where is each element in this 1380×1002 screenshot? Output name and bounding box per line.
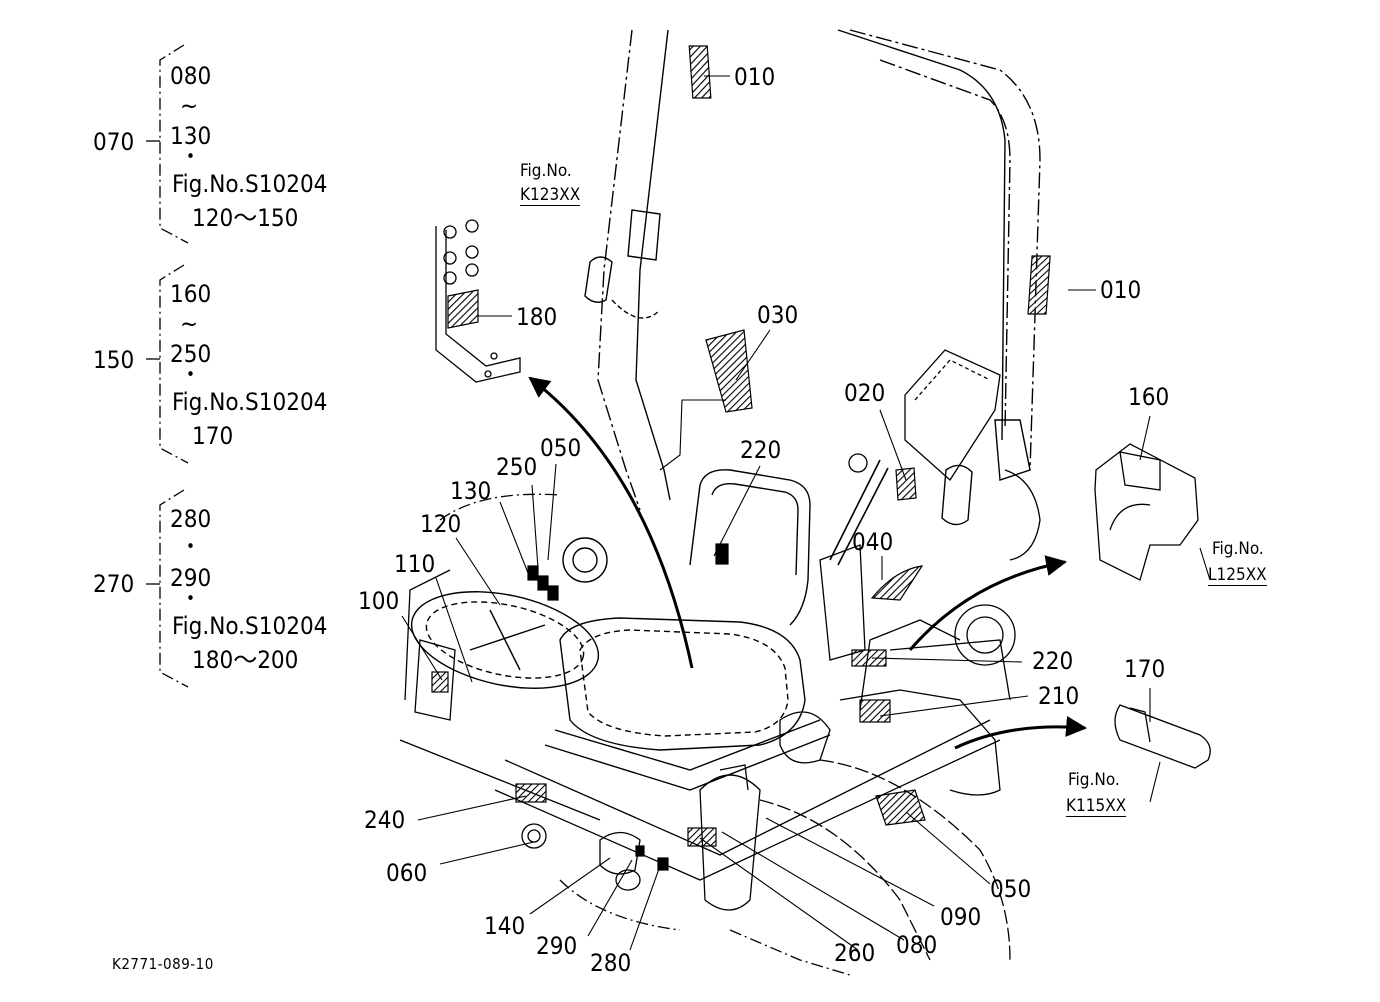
callout-050-lower: 050: [990, 875, 1032, 903]
group-2-ref: 150: [93, 346, 135, 374]
callout-050-upper: 050: [540, 434, 582, 462]
leader-lines: [401, 75, 1211, 951]
callout-030: 030: [757, 301, 799, 329]
group-3-sep: •: [186, 589, 196, 609]
callout-120: 120: [420, 510, 462, 538]
callout-160: 160: [1128, 383, 1170, 411]
transfer-arrows: [528, 376, 1088, 750]
callout-280: 280: [590, 949, 632, 977]
callout-260: 260: [834, 939, 876, 967]
callout-020: 020: [844, 379, 886, 407]
figref-l125-code: L125XX: [1208, 565, 1267, 586]
callout-130: 130: [450, 477, 492, 505]
group-2-fig-range: 170: [192, 422, 234, 450]
group-3-fig-range: 180～200: [192, 646, 299, 674]
figref-l125-label: Fig.No.: [1212, 539, 1264, 559]
callout-010-right: 010: [1100, 276, 1142, 304]
figref-k115-label: Fig.No.: [1068, 770, 1120, 790]
group-2-range-mark: ~: [180, 310, 199, 338]
detail-parts: [1094, 443, 1211, 769]
group-3-item-end: 290: [170, 564, 212, 592]
callout-250: 250: [496, 453, 538, 481]
callout-170: 170: [1124, 655, 1166, 683]
callout-220-lower: 220: [1032, 647, 1074, 675]
group-1-sep: •: [186, 147, 196, 167]
callout-100: 100: [358, 587, 400, 615]
figref-k123-label: Fig.No.: [520, 161, 572, 181]
group-brackets: [146, 44, 189, 688]
group-1-ref: 070: [93, 128, 135, 156]
group-1-item-start: 080: [170, 62, 212, 90]
group-3-ref: 270: [93, 570, 135, 598]
group-1-item-end: 130: [170, 122, 212, 150]
callout-060: 060: [386, 859, 428, 887]
callout-140: 140: [484, 912, 526, 940]
callout-220-upper: 220: [740, 436, 782, 464]
callout-290: 290: [536, 932, 578, 960]
seat: [544, 469, 831, 791]
figref-k123-code: K123XX: [520, 185, 581, 206]
callout-110: 110: [394, 550, 436, 578]
drawing-code: K2771-089-10: [112, 955, 214, 973]
callout-180: 180: [516, 303, 558, 331]
steering-wheel: [410, 537, 608, 689]
group-2-item-end: 250: [170, 340, 212, 368]
group-3-item-start: 280: [170, 505, 212, 533]
rops-frame: [584, 29, 1041, 526]
callout-090: 090: [940, 903, 982, 931]
group-1-fig-range: 120～150: [192, 204, 299, 232]
group-1-fig: Fig.No.S10204: [172, 170, 328, 198]
callout-240: 240: [364, 806, 406, 834]
callout-210: 210: [1038, 682, 1080, 710]
callout-080: 080: [896, 931, 938, 959]
group-2-item-start: 160: [170, 280, 212, 308]
group-2-fig: Fig.No.S10204: [172, 388, 328, 416]
group-1-range-mark: ~: [180, 92, 199, 120]
group-3-fig: Fig.No.S10204: [172, 612, 328, 640]
detail-k123-bracket: [435, 219, 521, 383]
callout-040: 040: [852, 528, 894, 556]
body-outline: [399, 453, 1016, 976]
rear-guard: [904, 349, 1041, 561]
group-2-sep: •: [186, 365, 196, 385]
decals: [431, 45, 1051, 871]
callout-010-top: 010: [734, 63, 776, 91]
figref-k115-code: K115XX: [1066, 796, 1127, 817]
group-3-range-mark: •: [186, 537, 196, 557]
